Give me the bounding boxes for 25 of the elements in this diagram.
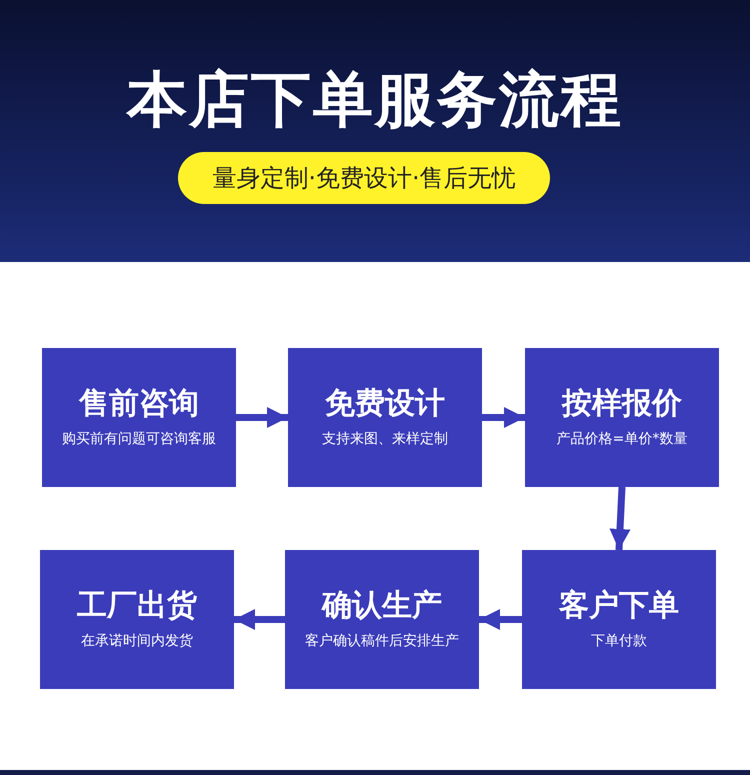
step-box xyxy=(522,550,716,689)
step-title: 售前咨询 xyxy=(78,386,200,422)
arrow xyxy=(479,609,522,630)
subtitle-pill: 量身定制·免费设计·售后无忧 xyxy=(178,152,550,204)
step-box xyxy=(40,550,234,689)
step-title: 确认生产 xyxy=(320,588,443,624)
arrow xyxy=(236,407,288,428)
arrow xyxy=(482,407,525,428)
step-title: 按样报价 xyxy=(560,386,683,422)
step-description: 购买前有问题可咨询客服 xyxy=(61,430,217,448)
step-description: 客户确认稿件后安排生产 xyxy=(304,632,460,650)
step-title: 工厂出货 xyxy=(76,588,198,624)
arrow xyxy=(234,609,285,630)
arrow xyxy=(610,486,630,550)
step-description: 下单付款 xyxy=(590,632,648,650)
title: 本店下单服务流程 xyxy=(125,64,624,137)
step-title: 免费设计 xyxy=(324,386,446,422)
step-box xyxy=(288,348,482,487)
step-box xyxy=(285,550,479,689)
step-description: 在承诺时间内发货 xyxy=(80,632,194,650)
step-box xyxy=(42,348,236,487)
step-description: 产品价格=单价*数量 xyxy=(556,430,688,448)
step-description: 支持来图、来样定制 xyxy=(321,430,449,448)
step-box xyxy=(525,348,719,487)
step-title: 客户下单 xyxy=(558,588,680,624)
